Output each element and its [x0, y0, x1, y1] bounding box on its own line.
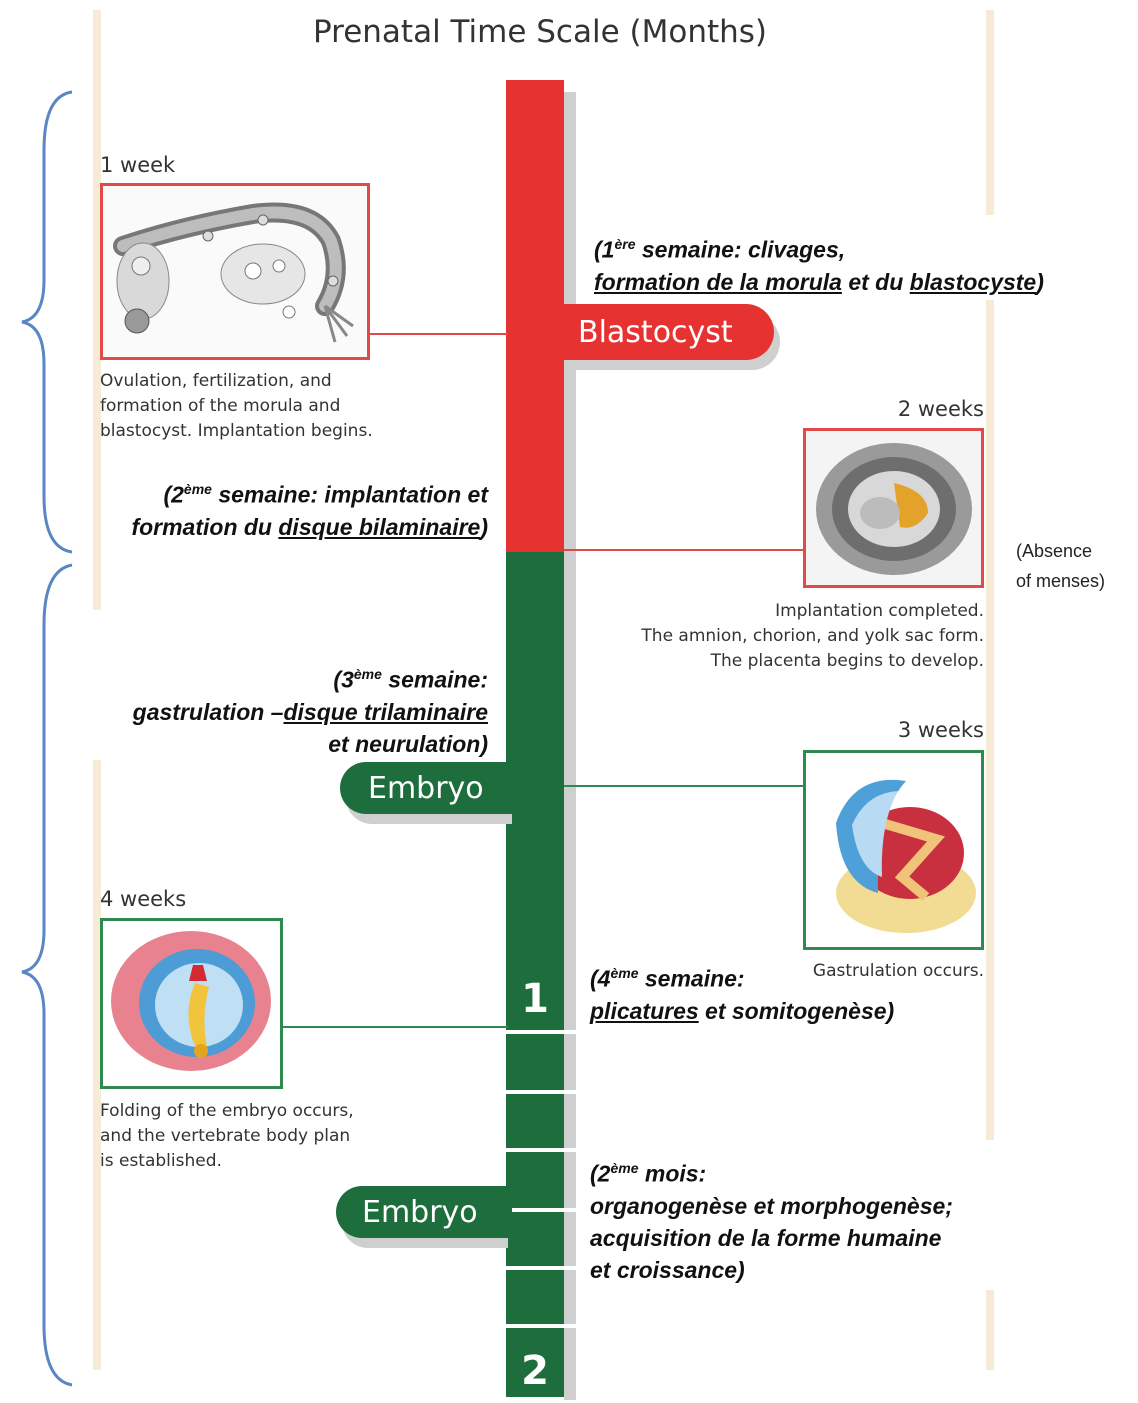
- implantation-illustration: [806, 431, 981, 585]
- week1-caption-line-2: formation of the morula and: [100, 396, 341, 416]
- ann-w1-close: ): [1036, 268, 1044, 295]
- ann-w1-morula: formation de la morula: [594, 268, 842, 295]
- guide-line-right-top: [986, 10, 994, 215]
- stage-pill-embryo-2: Embryo: [336, 1186, 512, 1238]
- ann-m2-line4: et croissance): [590, 1256, 745, 1283]
- folding-embryo-illustration: [111, 931, 271, 1071]
- tick-week-8: [500, 1266, 578, 1270]
- tick-week-7: [500, 1208, 578, 1212]
- guide-line-left-top: [93, 10, 101, 610]
- ann-w2-pre: formation du: [131, 513, 279, 540]
- timeline-shadow: [564, 92, 576, 1400]
- stage-pill-embryo-2-label: Embryo: [362, 1194, 478, 1230]
- ann-w2-line1: semaine: implantation et: [211, 481, 488, 508]
- month-2-label: 2: [521, 1348, 549, 1394]
- connector-week2: [564, 549, 804, 551]
- brace-first-phase: [21, 90, 73, 554]
- side-note-line-2: of menses): [1016, 571, 1106, 591]
- connector-week1: [368, 333, 508, 335]
- week3-image-frame: [803, 750, 984, 950]
- week2-caption-line-2: The amnion, chorion, and yolk sac form.: [641, 626, 984, 646]
- ann-w3-open: (3: [333, 666, 354, 693]
- ann-m2-sup: ème: [610, 1160, 639, 1176]
- stage-pill-blastocyst: Blastocyst: [506, 304, 774, 360]
- ann-w4-open: (4: [590, 965, 611, 992]
- guide-line-right-mid: [986, 300, 994, 1140]
- side-note-absence-of-menses: (Absence of menses): [1016, 536, 1134, 596]
- month-1-label: 1: [521, 976, 549, 1022]
- annotation-week-4: (4ème semaine: plicatures et somitogenès…: [590, 957, 1010, 1027]
- week4-caption-line-2: and the vertebrate body plan: [100, 1126, 351, 1146]
- stage-pill-blastocyst-label: Blastocyst: [578, 314, 733, 350]
- week3-label: 3 weeks: [897, 718, 984, 742]
- stage-pill-embryo-1-label: Embryo: [368, 770, 484, 806]
- ann-w2-bilaminaire: disque bilaminaire: [278, 513, 481, 540]
- ann-w1-blastocyste: blastocyste: [909, 268, 1037, 295]
- ann-w1-line1: semaine: clivages,: [635, 236, 846, 263]
- week2-image-frame: [803, 428, 984, 588]
- ann-w1-mid: et du: [841, 268, 910, 295]
- connector-week3: [564, 785, 804, 787]
- week1-caption: Ovulation, fertilization, and formation …: [100, 369, 400, 444]
- week2-caption-line-3: The placenta begins to develop.: [710, 651, 984, 671]
- connector-week4: [282, 1026, 508, 1028]
- ann-m2-line2: organogenèse et morphogenèse;: [590, 1192, 953, 1219]
- ann-w4-line1: semaine:: [638, 965, 745, 992]
- week2-caption: Implantation completed. The amnion, chor…: [580, 599, 984, 674]
- annotation-week-3: (3ème semaine: gastrulation –disque tril…: [60, 658, 488, 760]
- ann-w1-sup: ère: [614, 236, 636, 252]
- week2-label: 2 weeks: [897, 397, 984, 421]
- week4-caption-line-1: Folding of the embryo occurs,: [100, 1101, 354, 1121]
- ann-m2-line3: acquisition de la forme humaine: [590, 1224, 942, 1251]
- ann-w2-close: ): [480, 513, 488, 540]
- stage-pill-embryo-1: Embryo: [340, 762, 520, 814]
- ann-w3-line1: semaine:: [381, 666, 488, 693]
- ann-w4-plicatures: plicatures: [590, 997, 699, 1024]
- week1-image-frame: [100, 183, 370, 360]
- page-title: Prenatal Time Scale (Months): [312, 14, 768, 50]
- timeline-embryo-segment: [506, 552, 564, 1397]
- week4-caption-line-3: is established.: [100, 1151, 222, 1171]
- ann-w3-line3: et neurulation): [328, 730, 488, 757]
- ann-w1-open: (1: [594, 236, 615, 263]
- guide-line-left-bottom: [93, 760, 101, 1370]
- oviduct-illustration: [103, 186, 367, 357]
- week2-caption-line-1: Implantation completed.: [775, 601, 984, 621]
- annotation-month-2: (2ème mois: organogenèse et morphogenèse…: [590, 1152, 1030, 1286]
- ann-w4-rest: et somitogenèse): [698, 997, 895, 1024]
- ann-w3-sup: ème: [353, 666, 382, 682]
- week3-caption: Gastrulation occurs.: [780, 959, 984, 984]
- week1-caption-line-1: Ovulation, fertilization, and: [100, 371, 332, 391]
- guide-line-right-bottom: [986, 1290, 994, 1370]
- ann-w4-sup: ème: [610, 965, 639, 981]
- week4-image-frame: [100, 918, 283, 1089]
- ann-m2-open: (2: [590, 1160, 611, 1187]
- tick-week-9: [500, 1324, 578, 1328]
- annotation-week-1: (1ère semaine: clivages, formation de la…: [594, 228, 1114, 298]
- week4-caption: Folding of the embryo occurs, and the ve…: [100, 1099, 400, 1174]
- tick-week-5: [500, 1090, 578, 1094]
- week4-label: 4 weeks: [100, 887, 187, 911]
- week3-caption-line-1: Gastrulation occurs.: [812, 961, 984, 981]
- ann-w2-sup: ème: [183, 481, 212, 497]
- brace-embryo-phase: [21, 563, 73, 1387]
- ann-m2-line1: mois:: [638, 1160, 707, 1187]
- ann-w3-pre: gastrulation –: [132, 698, 284, 725]
- tick-week-6: [500, 1148, 578, 1152]
- gastrulation-illustration: [836, 779, 976, 933]
- ann-w2-open: (2: [163, 481, 184, 508]
- week1-caption-line-3: blastocyst. Implantation begins.: [100, 421, 373, 441]
- ann-w3-trilaminaire: disque trilaminaire: [283, 698, 488, 725]
- side-note-line-1: (Absence: [1016, 541, 1093, 561]
- annotation-week-2: (2ème semaine: implantation et formation…: [60, 473, 488, 543]
- tick-week-4: [500, 1030, 578, 1034]
- week1-label: 1 week: [100, 153, 176, 177]
